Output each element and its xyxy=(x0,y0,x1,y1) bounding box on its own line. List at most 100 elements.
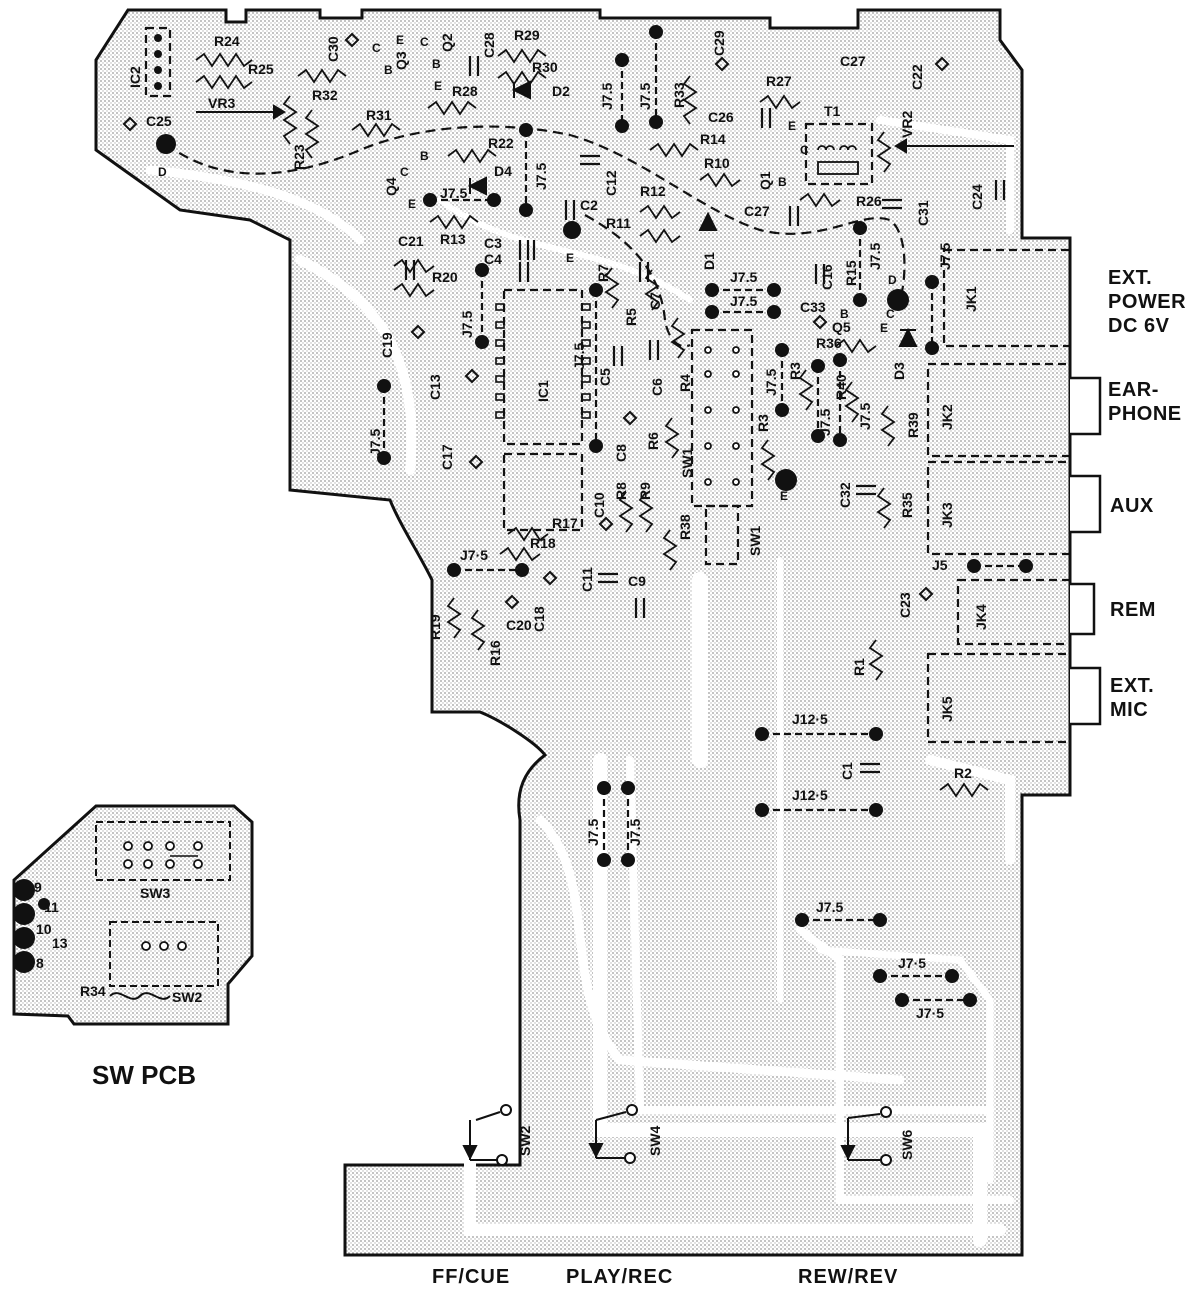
jack-label-line: PHONE xyxy=(1108,403,1182,425)
label-sw6-main: SW6 xyxy=(899,1129,915,1160)
label-pin-e-q1: E xyxy=(788,119,796,133)
label-r17: R17 xyxy=(552,515,578,531)
label-pin-d-right: D xyxy=(888,273,897,287)
label-r25: R25 xyxy=(248,61,274,77)
label-c31: C31 xyxy=(915,200,931,226)
sw-pcb-r34-label: R34 xyxy=(80,983,106,999)
component-labels: R24 R25 IC2 VR3 C25 R23 R32 C30 R31 Q3 Q… xyxy=(127,27,985,1021)
label-c30: C30 xyxy=(325,36,341,62)
control-label-ff-cue: FF/CUE xyxy=(432,1266,511,1288)
label-r19: R19 xyxy=(427,614,443,640)
t1-coils xyxy=(817,145,859,175)
label-j7-5-e: J7.5 xyxy=(730,293,757,309)
label-pin-b-q2: B xyxy=(432,57,441,71)
label-c24: C25 xyxy=(146,113,172,129)
jack-ids: JK1 JK2 JK3 JK4 JK5 xyxy=(939,286,989,722)
label-r1: R1 xyxy=(851,658,867,676)
label-c5: C5 xyxy=(597,368,613,386)
sw-pcb-pad-11: 11 xyxy=(44,899,59,915)
label-pin-c-q5: C xyxy=(886,307,895,321)
label-j7-5-l: J7.5 xyxy=(857,403,873,430)
label-j7-5-h: J7.5 xyxy=(459,311,475,338)
label-c1: C1 xyxy=(839,762,855,780)
label-j7-5-b: J7.5 xyxy=(440,185,467,201)
label-r29: R29 xyxy=(514,27,540,43)
label-r27: R27 xyxy=(766,73,792,89)
jack-label-line: EAR- xyxy=(1108,379,1159,401)
jack-label-line: REM xyxy=(1110,599,1156,621)
label-c12: C12 xyxy=(603,170,619,196)
label-r5: R5 xyxy=(623,308,639,326)
label-r18: R18 xyxy=(530,535,556,551)
label-pin-e-a: E xyxy=(780,489,788,503)
sw-pcb-title: SW PCB xyxy=(92,1060,196,1090)
sw-pcb-pad-9: 9 xyxy=(34,879,42,895)
sw-pcb-pad-13: 13 xyxy=(52,935,68,951)
label-r38: R36 xyxy=(816,335,842,351)
label-r13: R13 xyxy=(440,231,466,247)
label-pin-c-q1: C xyxy=(800,143,809,157)
ic1-pins xyxy=(495,303,591,419)
label-r15: R15 xyxy=(843,260,859,286)
label-r39: R39 xyxy=(905,412,921,438)
label-c32: C32 xyxy=(837,482,853,508)
sw2-housing xyxy=(109,921,219,987)
jack-plugs xyxy=(1070,376,1102,726)
label-c3: C3 xyxy=(484,235,502,251)
label-c29: C29 xyxy=(711,30,727,56)
label-d3: D3 xyxy=(891,362,907,380)
jack-id-jk5: JK5 xyxy=(939,696,955,722)
label-c11: C11 xyxy=(579,567,595,592)
label-j7-5-n: J7·5 xyxy=(460,547,488,563)
jack-label-line: DC 6V xyxy=(1108,315,1170,337)
label-q2: Q2 xyxy=(439,33,455,52)
jack-label-earphone: EAR- PHONE xyxy=(1108,378,1182,426)
label-r3-b: R3 xyxy=(755,414,771,432)
label-j7-5-c: J7.5 xyxy=(533,163,549,190)
sw3-housing xyxy=(95,821,231,881)
label-c10: C10 xyxy=(591,492,607,518)
label-ic2: IC2 xyxy=(127,66,143,88)
label-r28: R28 xyxy=(452,83,478,99)
label-j7-5-g: J7.5 xyxy=(937,243,953,270)
label-q1: Q1 xyxy=(757,171,773,190)
label-pin-e-q4: E xyxy=(408,197,416,211)
label-d1: D1 xyxy=(701,252,717,270)
sw-pcb-sw3-label: SW3 xyxy=(140,885,171,901)
label-j7-5-k: J7.5 xyxy=(817,409,833,436)
shield-boundary-line-inner xyxy=(584,214,691,348)
sw-pcb-r34-symbol xyxy=(109,992,171,1000)
jack-label-ext-power: EXT. POWER DC 6V xyxy=(1108,266,1186,338)
label-c7: C7 xyxy=(647,292,663,310)
label-r30: R30 xyxy=(532,59,558,75)
label-j7-5-a: J7.5 xyxy=(599,83,615,110)
label-r10: R10 xyxy=(704,155,730,171)
label-c33: C33 xyxy=(800,299,826,315)
label-c15: C16 xyxy=(819,264,835,290)
label-r36: R38 xyxy=(677,514,693,540)
label-c28: C28 xyxy=(481,32,497,58)
label-pin-e-b: E xyxy=(566,251,574,265)
label-c13: C13 xyxy=(427,374,443,400)
diodes xyxy=(467,80,918,347)
label-sw4-main: SW4 xyxy=(647,1125,663,1156)
label-vr3: VR3 xyxy=(208,95,235,111)
label-r14: R14 xyxy=(700,131,726,147)
label-q3: Q3 xyxy=(393,51,409,70)
jack-label-line: POWER xyxy=(1108,291,1187,313)
jumpers xyxy=(156,25,1033,1007)
label-pin-e-q5: E xyxy=(880,321,888,335)
label-pin-c-q2: C xyxy=(420,35,429,49)
label-c4: C4 xyxy=(484,251,502,267)
label-c8: C8 xyxy=(613,444,629,462)
label-c21: C22 xyxy=(909,64,925,90)
label-pin-b-q3: B xyxy=(384,63,393,77)
label-r26: R26 xyxy=(856,193,882,209)
label-r16: R16 xyxy=(487,640,503,666)
label-c22: C23 xyxy=(897,592,913,618)
label-pin-c-q4: C xyxy=(400,165,409,179)
jack-label-line: EXT. xyxy=(1108,267,1153,289)
jack-label-line: AUX xyxy=(1110,495,1154,517)
label-j5: J5 xyxy=(932,557,948,573)
label-c17: C18 xyxy=(531,606,547,632)
